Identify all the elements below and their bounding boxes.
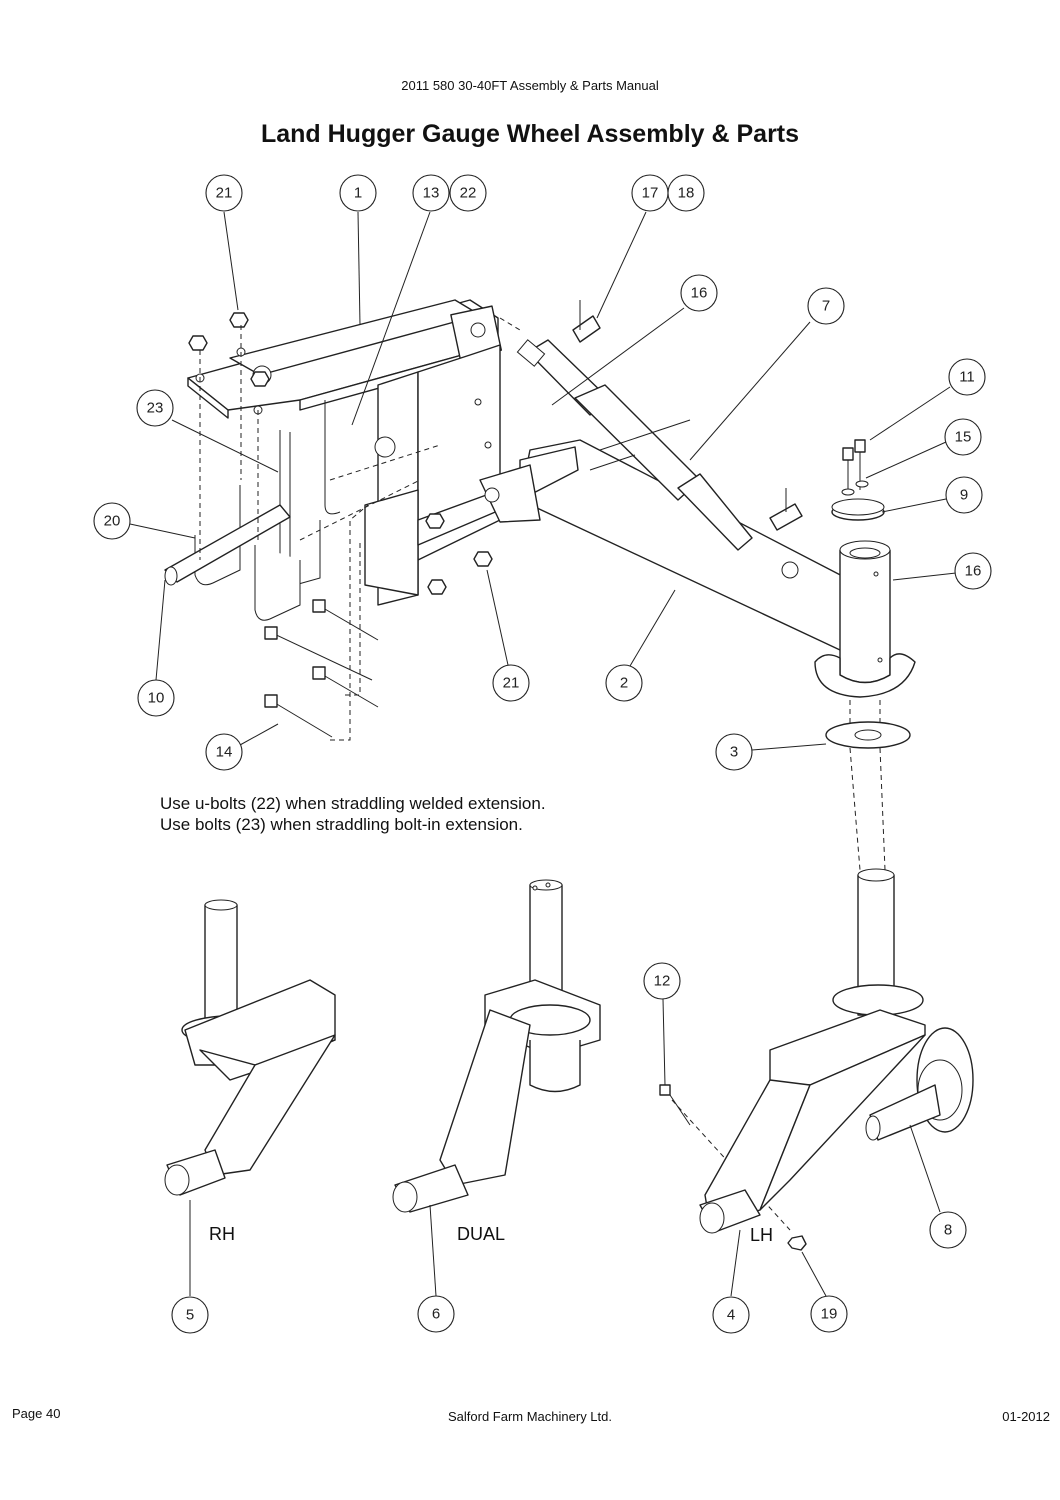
callout-7: 7	[807, 287, 845, 325]
nut-19-part	[787, 1235, 807, 1251]
callout-6: 6	[417, 1295, 455, 1333]
spindle-tube-part	[814, 540, 916, 698]
pins-part	[572, 300, 803, 531]
svg-text:23: 23	[147, 400, 164, 417]
callout-4: 4	[712, 1296, 750, 1334]
callout-17: 17	[631, 174, 669, 212]
callout-21: 21	[205, 174, 243, 212]
svg-text:7: 7	[822, 298, 830, 315]
lh-spindle-part	[699, 868, 974, 1234]
svg-text:13: 13	[423, 185, 440, 202]
callout-5: 5	[171, 1296, 209, 1334]
svg-text:1: 1	[354, 185, 362, 202]
callout-16: 16	[680, 274, 718, 312]
callout-14: 14	[205, 733, 243, 771]
leader-lines	[129, 211, 957, 1297]
callout-20: 20	[93, 502, 131, 540]
svg-text:22: 22	[460, 185, 477, 202]
svg-text:2: 2	[620, 675, 628, 692]
callout-13: 13	[412, 174, 450, 212]
bolts-part	[264, 599, 379, 738]
svg-text:11: 11	[959, 369, 975, 386]
svg-text:5: 5	[186, 1307, 194, 1324]
svg-text:17: 17	[642, 185, 659, 202]
svg-text:3: 3	[730, 744, 738, 761]
label-lh: LH	[750, 1225, 774, 1245]
manual-header: 2011 580 30-40FT Assembly & Parts Manual	[401, 78, 659, 93]
svg-text:15: 15	[955, 429, 972, 446]
cap-part	[831, 439, 885, 521]
callout-9: 9	[945, 476, 983, 514]
callout-10: 10	[137, 679, 175, 717]
label-rh: RH	[209, 1224, 235, 1244]
label-dual: DUAL	[457, 1224, 506, 1244]
svg-text:4: 4	[727, 1307, 735, 1324]
footer-date: 01-2012	[1002, 1409, 1050, 1424]
callout-1: 1	[339, 174, 377, 212]
callout-11: 11	[948, 358, 986, 396]
pin-part	[164, 504, 291, 586]
callout-23: 23	[136, 389, 174, 427]
note-ubolts: Use u-bolts (22) when straddling welded …	[160, 794, 546, 813]
nuts-part	[188, 312, 493, 595]
svg-text:12: 12	[654, 973, 671, 990]
usage-notes: Use u-bolts (22) when straddling welded …	[160, 793, 546, 835]
footer-page-number: Page 40	[12, 1406, 61, 1421]
svg-text:18: 18	[678, 185, 695, 202]
svg-text:21: 21	[216, 185, 233, 202]
dual-spindle-part	[392, 879, 601, 1213]
callout-21-lower: 21	[492, 664, 530, 702]
note-bolts: Use bolts (23) when straddling bolt-in e…	[160, 815, 523, 834]
callout-16-lower: 16	[954, 552, 992, 590]
svg-text:16: 16	[965, 563, 982, 580]
callout-8: 8	[929, 1211, 967, 1249]
mast-plates-part	[364, 344, 501, 606]
u-bolts-part	[194, 400, 341, 621]
page-title: Land Hugger Gauge Wheel Assembly & Parts	[260, 120, 800, 148]
callout-15: 15	[944, 418, 982, 456]
svg-text:14: 14	[216, 744, 233, 761]
bolt-12-part	[659, 1084, 691, 1126]
thrust-washer-part	[825, 721, 911, 749]
callout-2: 2	[605, 664, 643, 702]
svg-text:21: 21	[503, 675, 520, 692]
callout-12: 12	[643, 962, 681, 1000]
hydraulic-cylinder-part	[516, 339, 753, 551]
svg-text:20: 20	[104, 513, 121, 530]
svg-text:16: 16	[691, 285, 708, 302]
callout-18: 18	[667, 174, 705, 212]
svg-text:9: 9	[960, 487, 968, 504]
callout-19: 19	[810, 1295, 848, 1333]
svg-text:8: 8	[944, 1222, 952, 1239]
footer-company: Salford Farm Machinery Ltd.	[447, 1409, 612, 1424]
callout-3: 3	[715, 733, 753, 771]
svg-text:10: 10	[148, 690, 165, 707]
svg-text:19: 19	[821, 1306, 838, 1323]
rh-spindle-part	[164, 899, 336, 1196]
callout-22: 22	[449, 174, 487, 212]
svg-text:6: 6	[432, 1306, 440, 1323]
